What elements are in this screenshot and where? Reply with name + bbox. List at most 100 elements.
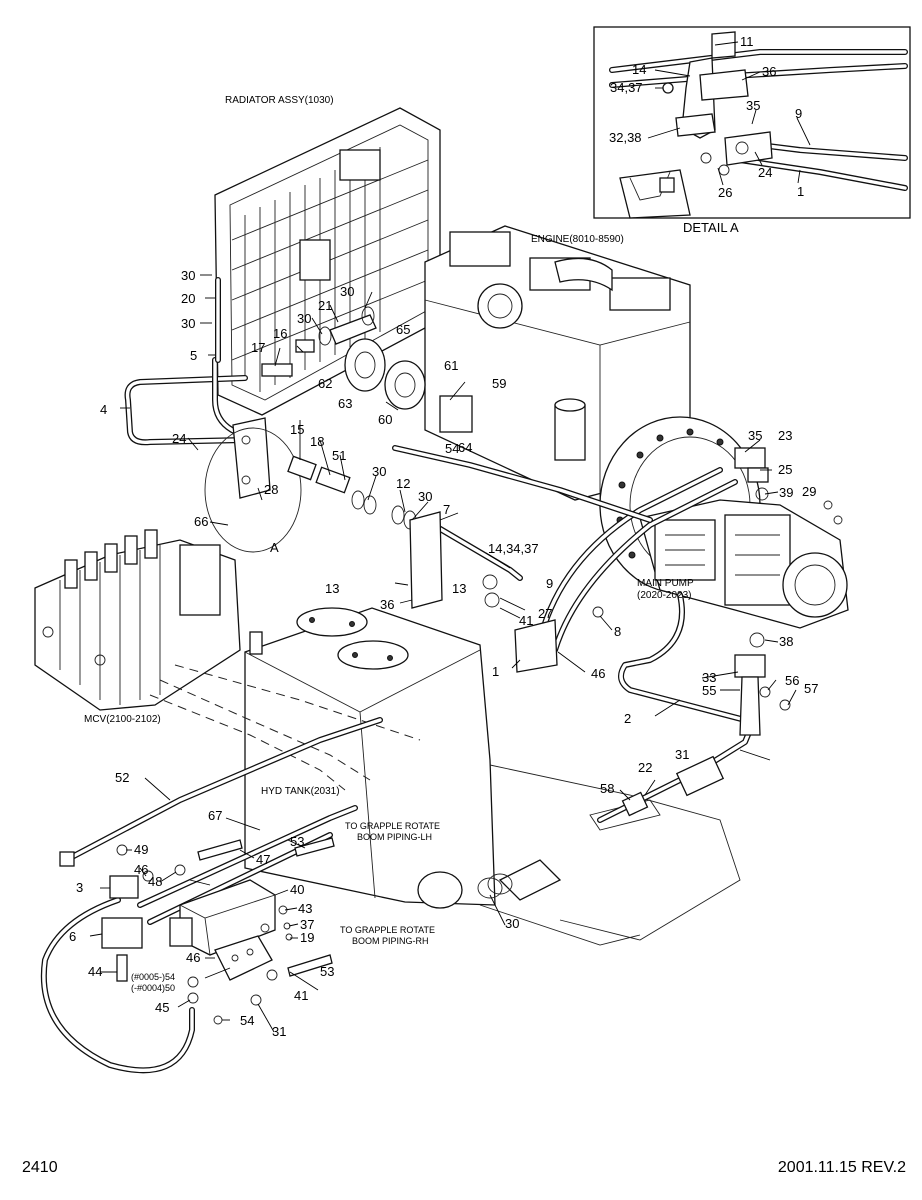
callout: 66 [194, 514, 208, 529]
hydraulic-lines [40, 277, 766, 1074]
hyd-tank-label: HYD TANK(2031) [261, 786, 340, 797]
callout: 36 [380, 597, 394, 612]
grapple-lh-label-2: BOOM PIPING-LH [357, 832, 432, 842]
mcv-valve [34, 529, 241, 711]
callout: 29 [802, 484, 816, 499]
radiator-label: RADIATOR ASSY(1030) [225, 95, 334, 106]
callout: 46 [134, 862, 148, 877]
callout: 16 [273, 326, 287, 341]
detail-a-title: DETAIL A [683, 220, 739, 235]
callout: 1 [492, 664, 499, 679]
callout: 8 [614, 624, 621, 639]
callout: 3 [76, 880, 83, 895]
callout: 4 [100, 402, 107, 417]
leader-lines [89, 41, 811, 1033]
grapple-valve-group [59, 844, 293, 1025]
callout: 30 [181, 268, 195, 283]
grapple-lh-label-1: TO GRAPPLE ROTATE [345, 821, 440, 831]
callout: 19 [300, 930, 314, 945]
callout: 51 [332, 448, 346, 463]
callout: 27 [538, 606, 552, 621]
callout: 52 [115, 770, 129, 785]
callout: 55 [702, 683, 716, 698]
callout: 13 [325, 581, 339, 596]
callout: 60 [378, 412, 392, 427]
callout: 32,38 [609, 130, 642, 145]
callout: 6 [69, 929, 76, 944]
callout: 20 [181, 291, 195, 306]
callout: 38 [779, 634, 793, 649]
callout: 62 [318, 376, 332, 391]
callout: 23 [778, 428, 792, 443]
callout: 30 [505, 916, 519, 931]
callout: 7 [443, 502, 450, 517]
callout: 61 [444, 358, 458, 373]
callout: 43 [298, 901, 312, 916]
callout: 5 [190, 348, 197, 363]
callout: 54 [445, 441, 459, 456]
main-pump [639, 499, 849, 629]
main-pump-label-1: MAIN PUMP [637, 578, 694, 589]
assembly-labels: RADIATOR ASSY(1030) ENGINE(8010-8590) MA… [84, 95, 739, 993]
callout: 40 [290, 882, 304, 897]
callout: 9 [546, 576, 553, 591]
callout: 48 [148, 874, 162, 889]
callout: 30 [372, 464, 386, 479]
engine-block [424, 225, 691, 501]
engine-label: ENGINE(8010-8590) [531, 234, 624, 245]
callout: 26 [718, 185, 732, 200]
callout: 59 [492, 376, 506, 391]
callout: 21 [318, 298, 332, 313]
callout: 58 [600, 781, 614, 796]
callout: 53 [290, 834, 304, 849]
serial-note-1: (#0005-)54 [131, 972, 175, 982]
serial-note-2: (-#0004)50 [131, 983, 175, 993]
callout: 37 [300, 917, 314, 932]
mcv-label: MCV(2100-2102) [84, 714, 161, 725]
part-callouts: 11 36 14 34,37 35 9 32,38 24 26 1 30 20 … [69, 34, 818, 1039]
callout: 15 [290, 422, 304, 437]
callout: 14,34,37 [488, 541, 539, 556]
callout: 36 [762, 64, 776, 79]
page-number: 2410 [22, 1159, 58, 1176]
callout: 56 [785, 673, 799, 688]
callout: 47 [256, 852, 270, 867]
callout: 34,37 [610, 80, 643, 95]
callout: 24 [758, 165, 772, 180]
callout: 63 [338, 396, 352, 411]
callout: 22 [638, 760, 652, 775]
date-revision: 2001.11.15 REV.2 [778, 1159, 906, 1176]
callout: 28 [264, 482, 278, 497]
callout: 30 [297, 311, 311, 326]
callout: 39 [779, 485, 793, 500]
callout: 45 [155, 1000, 169, 1015]
callout: 57 [804, 681, 818, 696]
callout: 67 [208, 808, 222, 823]
callout: 41 [519, 613, 533, 628]
callout: 31 [675, 747, 689, 762]
callout: 64 [458, 440, 472, 455]
callout: 46 [591, 666, 605, 681]
callout: 31 [272, 1024, 286, 1039]
callout: 12 [396, 476, 410, 491]
callout: 54 [240, 1013, 254, 1028]
callout: 17 [251, 340, 265, 355]
callout: 1 [797, 184, 804, 199]
fittings [204, 306, 843, 711]
detail-a-panel [593, 26, 911, 219]
callout: 14 [632, 62, 646, 77]
callout: 53 [320, 964, 334, 979]
callout: 65 [396, 322, 410, 337]
callout: 35 [748, 428, 762, 443]
main-pump-label-2: (2020-2023) [637, 590, 691, 601]
callout: 2 [624, 711, 631, 726]
callout: 11 [740, 34, 754, 49]
callout: 30 [181, 316, 195, 331]
callout: 33 [702, 670, 716, 685]
callout: 24 [172, 431, 186, 446]
callout: 35 [746, 98, 760, 113]
callout: 44 [88, 964, 102, 979]
detail-a-marker: A [270, 540, 279, 555]
callout: 30 [340, 284, 354, 299]
callout: 41 [294, 988, 308, 1003]
